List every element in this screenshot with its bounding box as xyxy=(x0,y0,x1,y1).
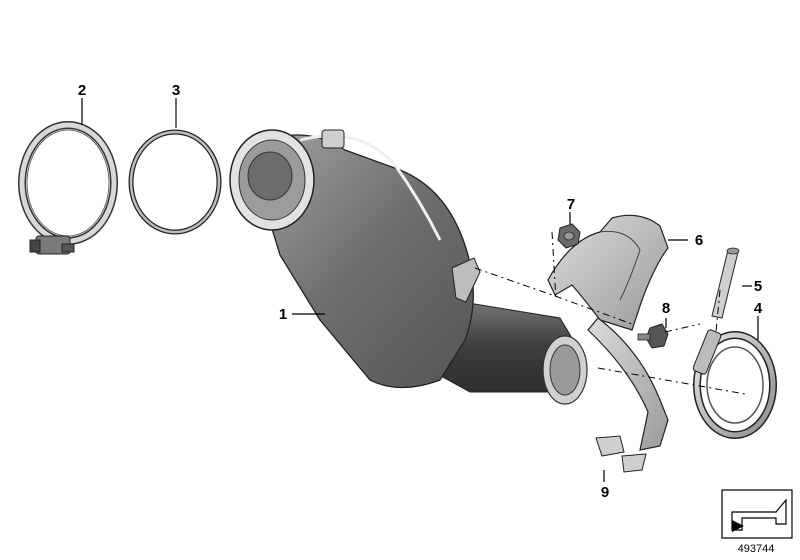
clip-part xyxy=(595,435,647,473)
clamp-ring-part xyxy=(692,329,777,439)
stud-bolt-part xyxy=(711,247,740,319)
callout-1: 1 xyxy=(279,306,287,323)
document-number: 493744 xyxy=(738,543,775,555)
orientation-symbol xyxy=(721,489,793,539)
leader-lines xyxy=(81,98,759,482)
gasket-ring-part xyxy=(128,129,222,235)
bolt-part xyxy=(637,323,669,349)
callout-6: 6 xyxy=(695,232,703,249)
callout-5: 5 xyxy=(754,278,762,295)
v-band-clamp-part xyxy=(18,121,118,255)
callout-2: 2 xyxy=(78,82,86,99)
assembly-lines xyxy=(474,231,746,395)
callout-4: 4 xyxy=(754,300,763,317)
callout-9: 9 xyxy=(601,484,609,501)
callout-8: 8 xyxy=(662,300,670,317)
callout-3: 3 xyxy=(172,82,180,99)
nut-part xyxy=(557,223,581,249)
callout-7: 7 xyxy=(567,196,575,213)
catalytic-converter-part xyxy=(229,129,588,405)
